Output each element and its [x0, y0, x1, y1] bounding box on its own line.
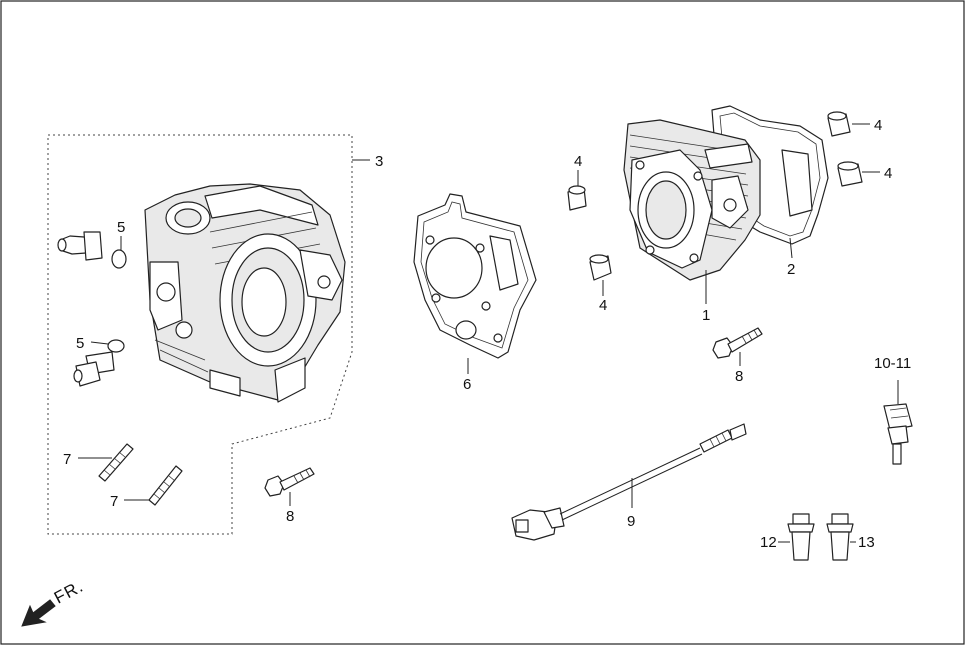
fitting-lower [73, 339, 125, 387]
callout-6: 6 [463, 376, 471, 393]
callout-7-lower: 7 [110, 493, 118, 510]
callout-1: 1 [702, 307, 710, 324]
o-ring-lower [107, 339, 125, 353]
sensor-10-11 [883, 403, 913, 465]
callout-3: 3 [375, 153, 383, 170]
callout-13: 13 [858, 534, 875, 551]
callout-4-center-upper: 4 [574, 153, 582, 170]
dowel-pins [567, 111, 863, 281]
bolt-left [264, 467, 315, 497]
temperature-sensor-harness [511, 423, 747, 541]
callout-5-lower: 5 [76, 335, 84, 352]
callout-4-center-lower: 4 [599, 297, 607, 314]
cylinder-block [623, 119, 761, 281]
fitting-upper [57, 231, 127, 269]
bolt-right [712, 327, 763, 359]
front-label: FR. [51, 576, 87, 607]
leader-lines [78, 123, 899, 543]
callout-7-upper: 7 [63, 451, 71, 468]
cylinder-head-assembly-boundary [47, 134, 353, 535]
part-13 [826, 513, 854, 561]
callout-9: 9 [627, 513, 635, 530]
callout-10-11: 10-11 [874, 355, 911, 372]
o-ring-upper [111, 249, 127, 269]
head-gasket [413, 193, 537, 359]
callout-5-upper: 5 [117, 219, 125, 236]
callout-4-right-upper: 4 [874, 117, 882, 134]
stud-bolts [98, 443, 183, 506]
cylinder-head [144, 183, 346, 403]
arrow-icon [21, 599, 56, 627]
callout-2: 2 [787, 261, 795, 278]
part-12 [787, 513, 815, 561]
front-direction-indicator: FR. [21, 576, 87, 627]
callout-8-left: 8 [286, 508, 294, 525]
callout-12: 12 [760, 534, 777, 551]
callout-8-right: 8 [735, 368, 743, 385]
callout-4-right-lower: 4 [884, 165, 892, 182]
